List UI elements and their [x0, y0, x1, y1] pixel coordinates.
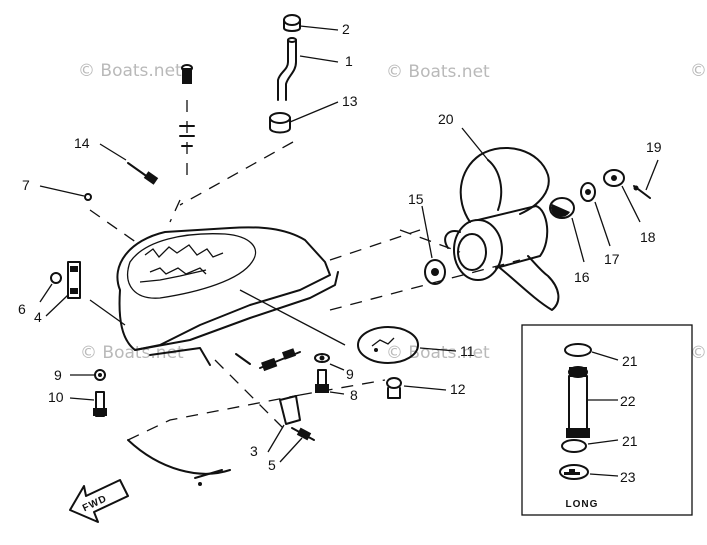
part-drain-screws-center	[235, 348, 301, 372]
inset-label: LONG	[566, 499, 599, 510]
part-4-anode	[45, 261, 81, 317]
part-15-thrust-washer	[421, 205, 446, 285]
callout-labels: 2 1 13 20 14 19 7 15 18 17 16 6 4 11 21 …	[18, 21, 662, 485]
part-3-plate	[267, 395, 301, 453]
assembly-lines	[89, 100, 521, 441]
part-2-cap	[283, 14, 339, 32]
part-9-washer-center	[314, 353, 345, 371]
part-1-water-tube	[277, 37, 339, 101]
part-6-washer	[39, 272, 62, 303]
callout-13: 13	[342, 93, 358, 109]
part-7-pin	[39, 185, 92, 201]
part-11-trim-tab	[357, 326, 457, 364]
part-22-sleeve	[568, 375, 588, 431]
part-18-nut	[603, 169, 641, 223]
callout-10: 10	[48, 389, 64, 405]
watermark-text: © Boats.net	[80, 343, 184, 363]
callout-19: 19	[646, 139, 662, 155]
callout-3: 3	[250, 443, 258, 459]
part-17-washer	[580, 182, 611, 247]
callout-18: 18	[640, 229, 656, 245]
part-9-washer-left	[70, 369, 106, 381]
part-21-o-ring-bottom	[561, 439, 587, 453]
callout-15: 15	[408, 191, 424, 207]
callout-6: 6	[18, 301, 26, 317]
callout-12: 12	[450, 381, 466, 397]
forward-direction-arrow: FWD	[69, 479, 129, 523]
part-23-seal	[559, 464, 589, 480]
watermark-text: © Boats.net	[78, 61, 182, 81]
part-10-bolt-left	[69, 391, 107, 417]
watermark-text: © Boats.net	[690, 343, 707, 363]
callout-22: 22	[620, 393, 636, 409]
callout-8: 8	[350, 387, 358, 403]
part-20-propeller	[444, 127, 560, 311]
part-16-spacer	[549, 197, 585, 263]
gear-case-housing	[116, 226, 339, 486]
callout-21-bottom: 21	[622, 433, 638, 449]
callout-20: 20	[438, 111, 454, 127]
callout-21-top: 21	[622, 353, 638, 369]
callout-9-left: 9	[54, 367, 62, 383]
part-8-bolt	[315, 369, 345, 395]
callout-23: 23	[620, 469, 636, 485]
drive-shaft-seal	[179, 64, 195, 147]
watermark-text: © Boats.net	[386, 343, 490, 363]
callout-17: 17	[604, 251, 620, 267]
callout-9-center: 9	[346, 366, 354, 382]
callout-1: 1	[345, 53, 353, 69]
part-13-grommet	[269, 101, 339, 134]
callout-16: 16	[574, 269, 590, 285]
watermark-text: © Boats.net	[386, 62, 490, 82]
watermarks: © Boats.net © Boats.net © Boats.net © Bo…	[78, 61, 707, 363]
callout-7: 7	[22, 177, 30, 193]
callout-5: 5	[268, 457, 276, 473]
callout-11: 11	[460, 343, 475, 359]
callout-14: 14	[74, 135, 90, 151]
watermark-text: © Boats.net	[690, 61, 707, 81]
part-21-o-ring-top	[564, 343, 592, 357]
inset-long-shaft: LONG	[521, 324, 693, 516]
part-12-bolt	[386, 377, 447, 399]
part-19-cotter-pin	[633, 159, 659, 199]
part-14-screw	[99, 143, 159, 185]
callout-2: 2	[342, 21, 350, 37]
part-5-bolt	[279, 427, 315, 463]
callout-4: 4	[34, 309, 42, 325]
